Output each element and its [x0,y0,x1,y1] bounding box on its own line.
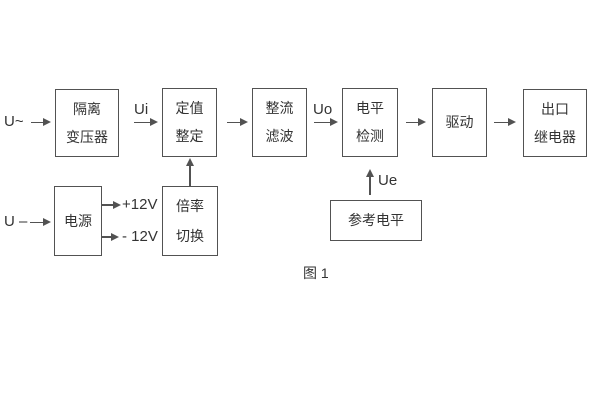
block-label: 变压器 [66,128,108,145]
block-label: 参考电平 [348,212,404,228]
ac-input-arrow [31,121,43,123]
block-isolation-transformer: 隔离 变压器 [55,89,119,157]
block-reference-level: 参考电平 [330,200,422,241]
block-label: 驱动 [445,114,474,130]
block-label: 检测 [356,128,384,144]
block-label: 切换 [176,227,204,244]
block-setting-adjust: 定值 整定 [162,88,217,157]
setting-to-rectify-arrow [227,121,240,123]
label-signal-ue: Ue [378,172,398,189]
label-rail-plus12v: +12V [122,196,158,213]
dc-input-arrow [30,221,43,223]
label-signal-uo: Uo [313,101,333,118]
block-output-relay: 出口 继电器 [523,89,587,157]
block-ratio-switch: 倍率 切换 [162,186,218,256]
ratio-to-setting-arrow [189,166,191,186]
minus12v-arrow [102,236,111,238]
block-label: 整流 [265,100,294,116]
ui-arrow [134,121,150,123]
detect-to-drive-arrow [406,121,418,123]
block-label: 出口 [541,100,569,117]
block-power-supply: 电源 [54,186,102,256]
block-label: 整定 [175,128,204,144]
label-signal-ui: Ui [134,101,149,118]
block-label: 定值 [175,100,204,116]
uo-arrow [314,121,330,123]
block-label: 电源 [64,212,92,229]
figure-caption: 图 1 [303,265,329,281]
label-ac-input: U~ [4,113,24,130]
block-drive: 驱动 [432,88,487,157]
label-rail-minus12v: - 12V [122,228,158,245]
plus12v-arrow [102,204,113,206]
drive-to-relay-arrow [494,121,508,123]
block-rectify-filter: 整流 滤波 [252,88,307,157]
block-label: 滤波 [265,128,294,144]
block-label: 倍率 [176,197,204,214]
ue-arrow [369,177,371,195]
block-level-detect: 电平 检测 [342,88,398,157]
label-dc-input: U – [4,213,28,230]
block-label: 继电器 [534,128,576,145]
block-label: 隔离 [73,100,101,117]
block-label: 电平 [356,100,384,116]
